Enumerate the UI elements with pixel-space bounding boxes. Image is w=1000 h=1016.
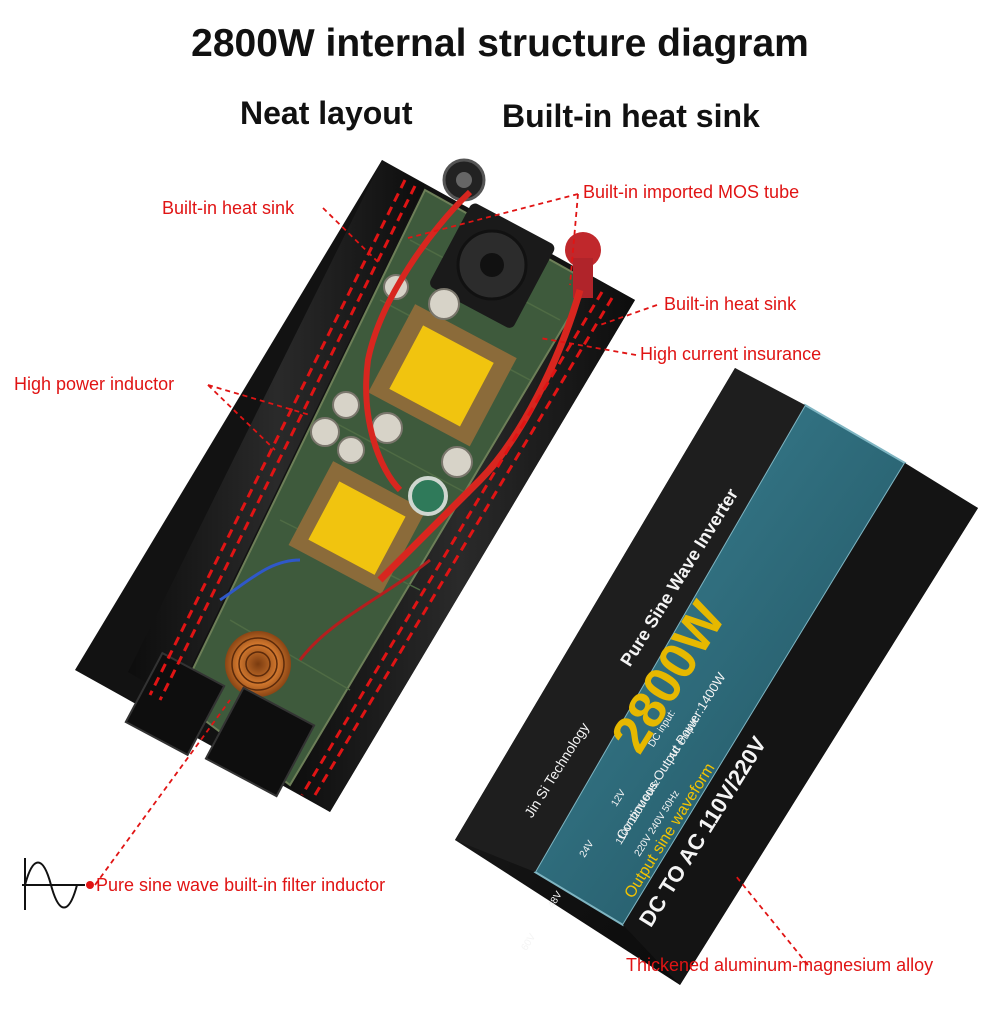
label-high-current-insurance: High current insurance: [640, 344, 822, 364]
page-title: 2800W internal structure diagram: [191, 22, 809, 65]
label-alloy: Thickened aluminum-magnesium alloy: [626, 955, 934, 975]
label-heat-sink-right: Built-in heat sink: [664, 294, 797, 314]
label-mos-tube: Built-in imported MOS tube: [583, 182, 800, 202]
open-housing: [75, 158, 635, 812]
cover-spec-table: DC input: AC Output: 110V 120V 60Hz 220V…: [519, 708, 702, 953]
subtitle-neat-layout: Neat layout: [240, 95, 413, 131]
cover-v12: 12V: [609, 787, 629, 809]
cover-label: Jin Si Technology Pure Sine Wave Inverte…: [521, 485, 771, 931]
closed-housing: [455, 368, 978, 985]
cover-v48: 48V: [545, 889, 565, 911]
leader-lines: [94, 193, 809, 966]
label-high-power-inductor: High power inductor: [14, 374, 175, 394]
subtitle-heat-sink: Built-in heat sink: [502, 98, 760, 134]
sine-wave-icon: [22, 858, 85, 910]
label-filter-inductor: Pure sine wave built-in filter inductor: [96, 875, 386, 895]
cover-v60: 60V: [519, 931, 539, 953]
label-heat-sink-left: Built-in heat sink: [162, 198, 295, 218]
cover-v24: 24V: [577, 838, 597, 860]
